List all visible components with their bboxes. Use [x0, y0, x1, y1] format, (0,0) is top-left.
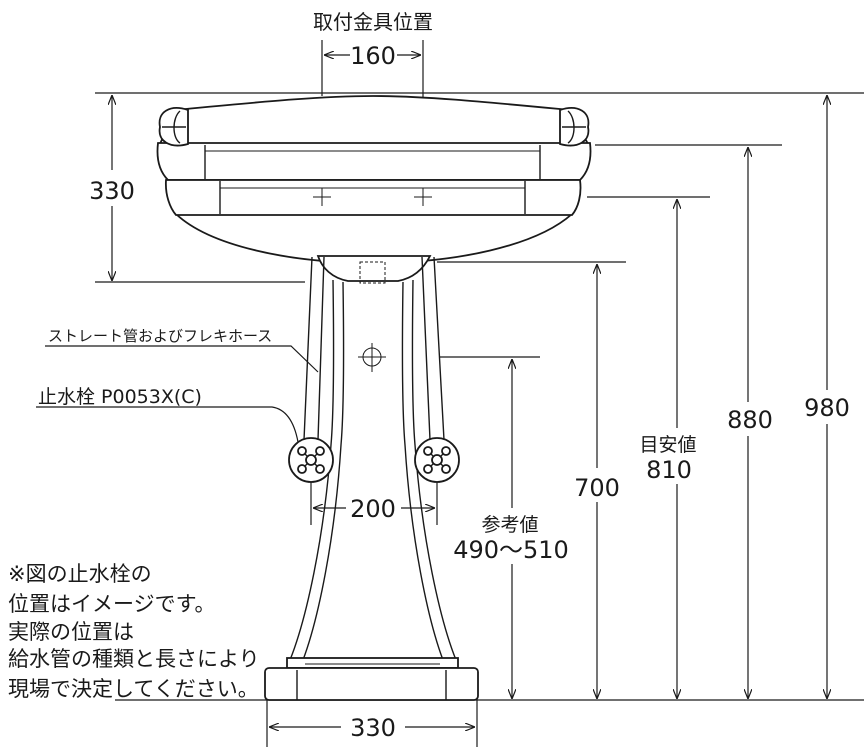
drain-outline — [359, 261, 386, 284]
mount-point-right-cross — [414, 188, 432, 206]
right-stop-valve-icon — [414, 437, 460, 483]
basin-rim-top — [158, 95, 590, 145]
guide-height-value: 810 — [646, 456, 692, 484]
rim-height-value: 880 — [727, 406, 773, 434]
basin-band-upper — [156, 142, 592, 181]
note-line: 現場で決定してください。 — [8, 677, 259, 701]
pedestal-neck — [316, 255, 432, 282]
left-scroll-inner — [162, 110, 186, 144]
pedestal-plinth — [286, 657, 459, 669]
note-line: 実際の位置は — [8, 620, 134, 644]
valve-label: 止水栓 P0053X(C) — [38, 386, 202, 408]
pedestal-base — [264, 667, 479, 701]
pedestal — [264, 255, 479, 701]
mounting-position-title: 取付金具位置 — [313, 10, 433, 34]
pedestal-left-inner-edge — [302, 281, 345, 661]
pipe-label: ストレート管およびフレキホース — [48, 327, 272, 345]
mount-point-left-cross — [313, 188, 331, 206]
pedestal-height-value: 700 — [574, 474, 620, 502]
valve-leader-line — [36, 406, 299, 443]
supply-pipes — [303, 256, 445, 441]
note-line: 位置はイメージです。 — [8, 592, 215, 616]
note-line: 給水管の種類と長さにより — [8, 647, 260, 671]
left-pipe — [303, 256, 325, 441]
note-block: ※図の止水栓の 位置はイメージです。 実際の位置は 給水管の種類と長さにより 現… — [8, 562, 260, 701]
total-height-value: 980 — [804, 394, 850, 422]
right-scroll-inner — [562, 110, 586, 144]
reference-height-value: 490〜510 — [453, 536, 569, 564]
pedestal-left-outer-edge — [289, 279, 335, 661]
supply-hole-cross — [358, 343, 386, 372]
mount-width-value: 160 — [350, 42, 396, 70]
basin-height-value: 330 — [89, 177, 135, 205]
basin-band-lower — [164, 179, 582, 216]
pedestal-right-inner-edge — [401, 281, 444, 661]
guide-height-label: 目安値 — [639, 434, 696, 456]
basin — [156, 95, 592, 264]
left-stop-valve-icon — [288, 437, 334, 483]
right-pipe — [421, 256, 445, 441]
pedestal-right-outer-edge — [411, 279, 457, 661]
base-width-value: 330 — [350, 714, 396, 742]
pipe-leader-line — [45, 345, 319, 373]
note-line: ※図の止水栓の — [8, 562, 152, 586]
reference-height-label: 参考値 — [481, 514, 538, 536]
valve-spacing-value: 200 — [350, 495, 396, 523]
